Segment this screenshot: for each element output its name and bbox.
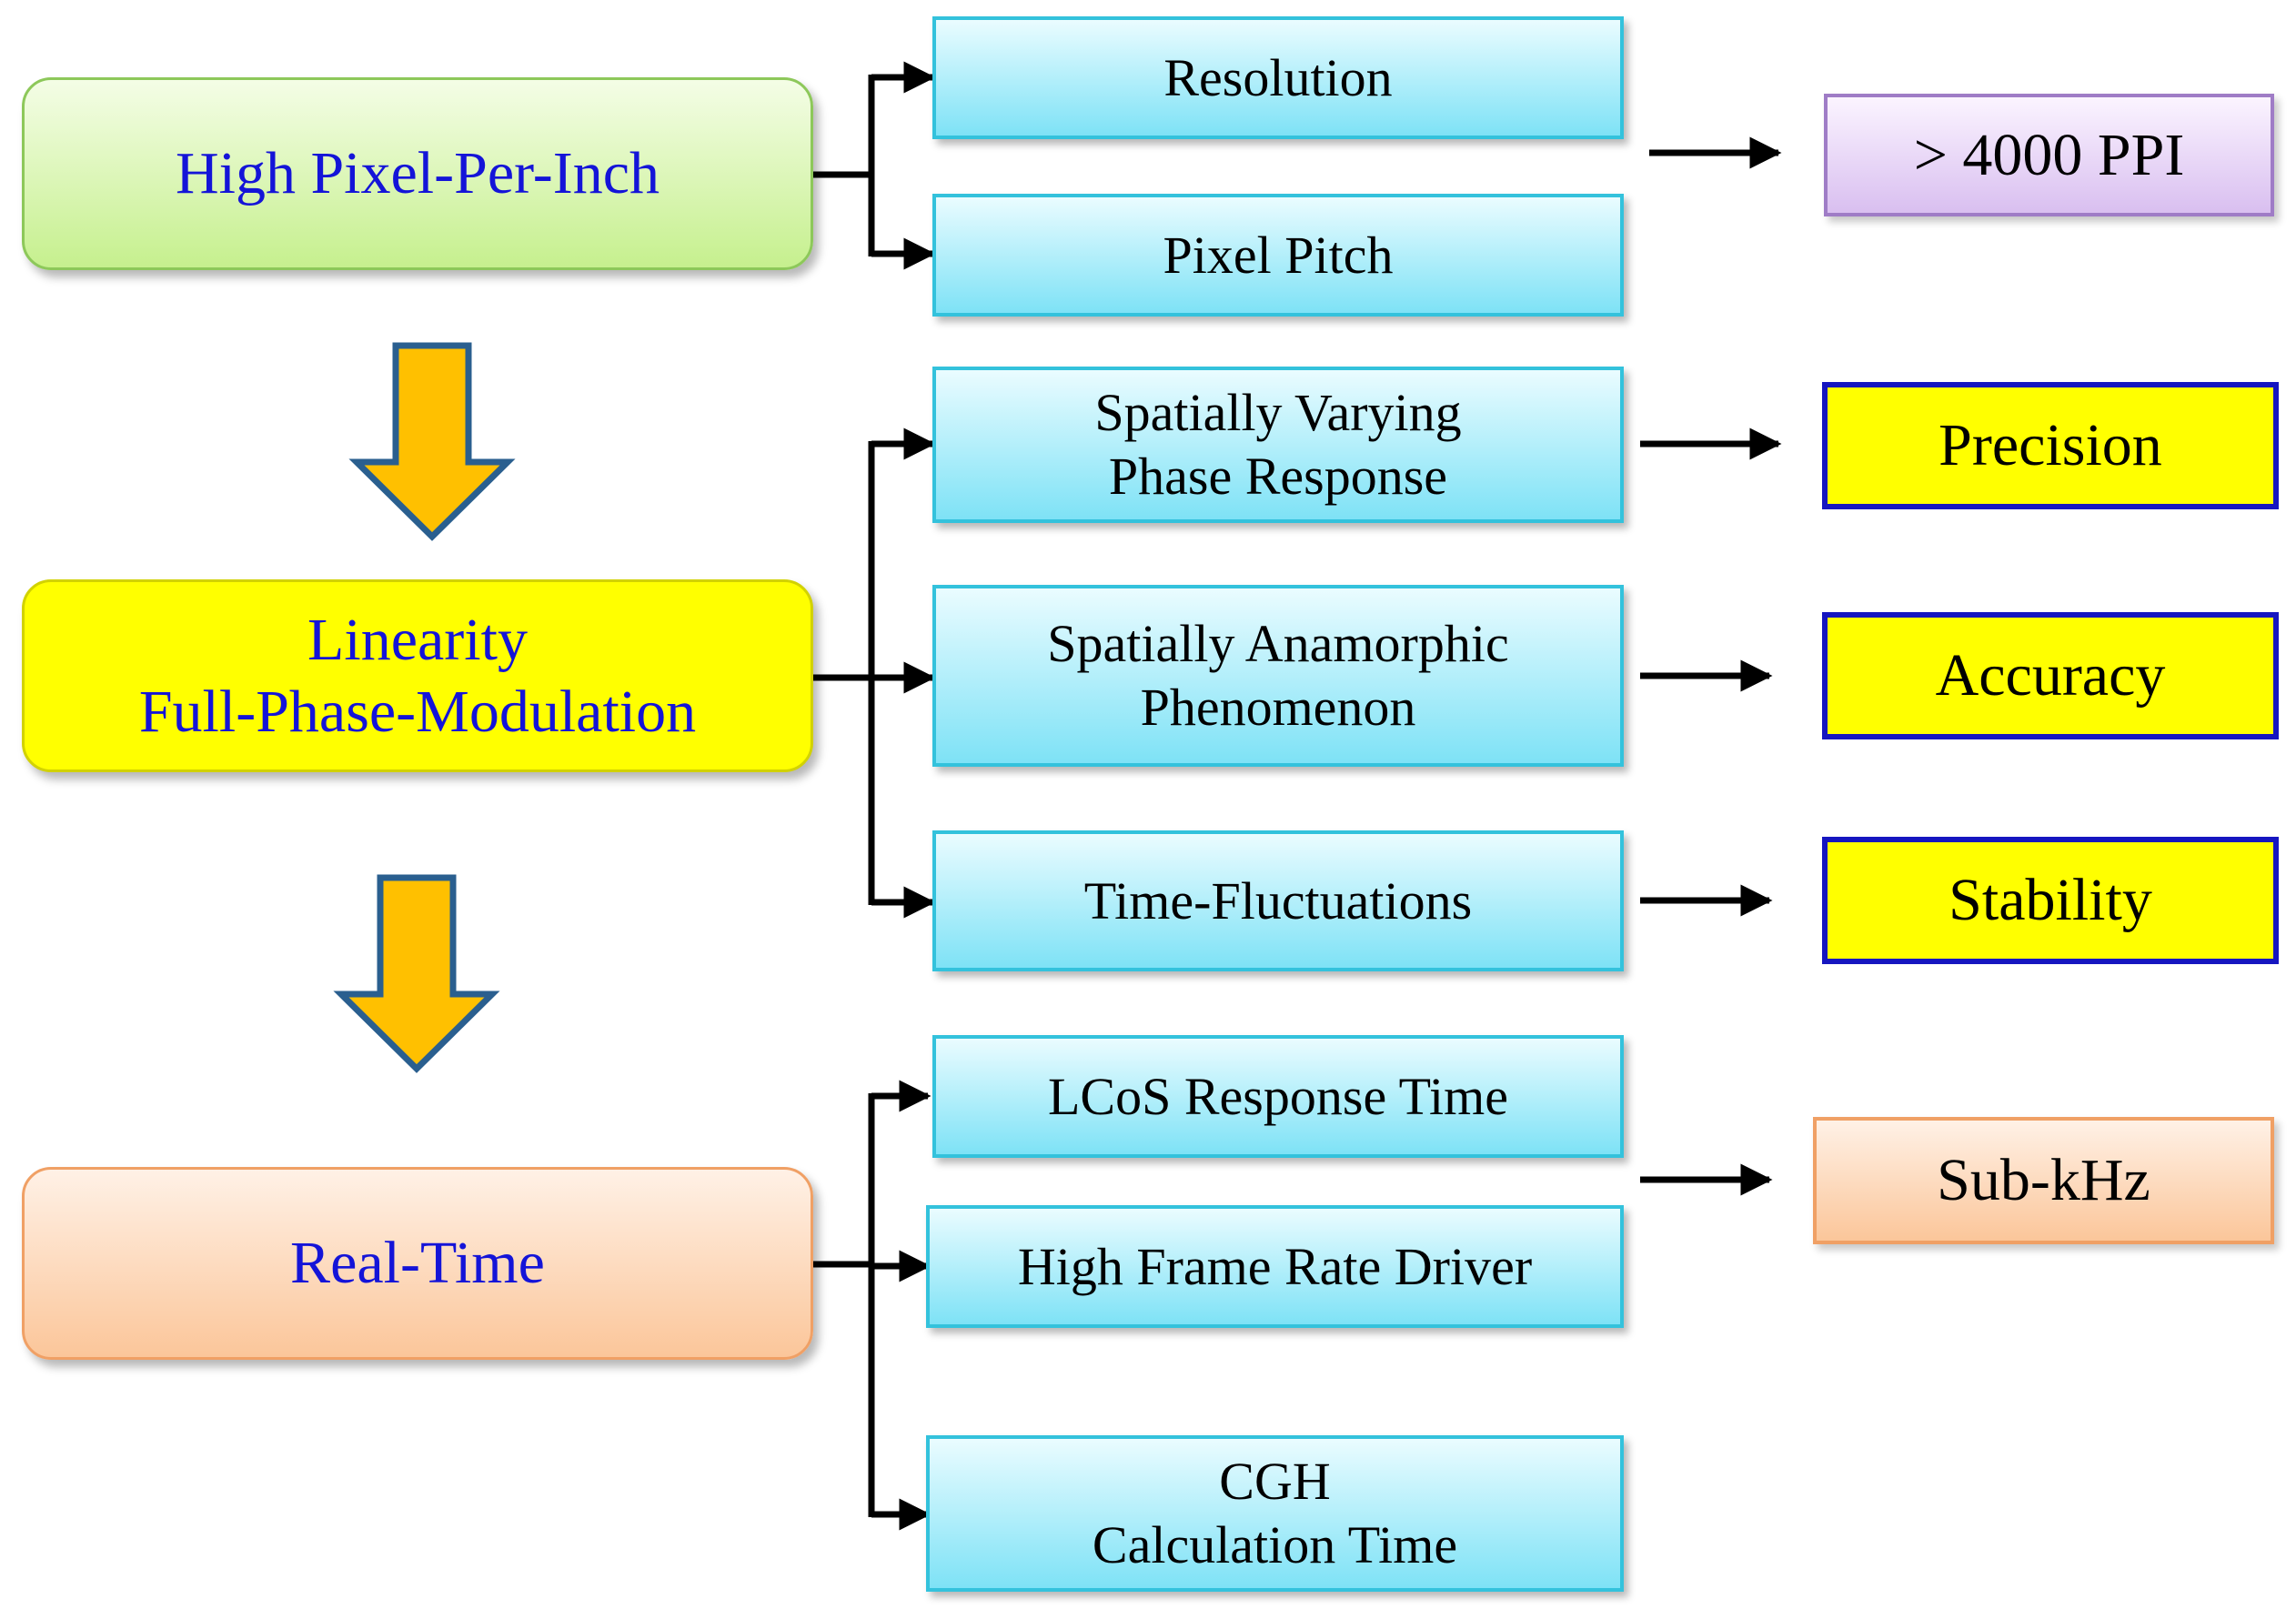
factor-spatially-anamorphic: Spatially Anamorphic Phenomenon [932,585,1624,767]
outcome-accuracy: Accuracy [1822,612,2279,739]
factor-label: Pixel Pitch [1163,225,1394,285]
category-label-line2: Full-Phase-Modulation [138,679,697,745]
down-arrow-icon [348,342,516,541]
factor-label: High Frame Rate Driver [1017,1236,1533,1296]
factor-label: Time-Fluctuations [1083,870,1473,930]
factor-label: LCoS Response Time [1048,1066,1508,1126]
category-label-line1: Linearity [307,606,528,673]
outcome-sub-khz: Sub-kHz [1813,1117,2274,1244]
outcome-label: Precision [1939,412,2162,479]
outcome-stability: Stability [1822,837,2279,964]
factor-spatially-varying: Spatially Varying Phase Response [932,367,1624,523]
outcome-label: Sub-kHz [1937,1147,2150,1214]
category-high-ppi: High Pixel-Per-Inch [22,77,813,270]
connector-group-real-time [812,1080,931,1531]
outcome-ppi: > 4000 PPI [1824,94,2274,216]
outcome-label: Accuracy [1935,642,2166,709]
outcome-label: Stability [1949,867,2152,934]
category-label: High Pixel-Per-Inch [175,140,660,207]
factor-label-line2: Phase Response [1108,447,1448,506]
factor-label-line1: CGH [1219,1452,1331,1512]
factor-label-line2: Calculation Time [1092,1515,1458,1574]
factor-cgh: CGH Calculation Time [926,1435,1624,1592]
down-arrow-icon [333,874,500,1073]
outcome-precision: Precision [1822,382,2279,509]
category-label: Real-Time [290,1230,545,1297]
factor-label-line2: Phenomenon [1140,678,1416,737]
factor-resolution: Resolution [932,16,1624,139]
factor-label-line1: Spatially Anamorphic [1047,614,1509,674]
factor-high-frame-rate: High Frame Rate Driver [926,1205,1624,1328]
factor-label-line1: Spatially Varying [1094,383,1462,443]
connector-group-high-ppi [812,61,936,270]
connector-group-linearity [812,427,936,919]
factor-pixel-pitch: Pixel Pitch [932,194,1624,317]
factor-lcos-response: LCoS Response Time [932,1035,1624,1158]
factor-time-fluctuations: Time-Fluctuations [932,830,1624,971]
outcome-label: > 4000 PPI [1913,121,2185,188]
category-linearity: Linearity Full-Phase-Modulation [22,579,813,772]
factor-label: Resolution [1163,47,1393,107]
category-real-time: Real-Time [22,1167,813,1360]
